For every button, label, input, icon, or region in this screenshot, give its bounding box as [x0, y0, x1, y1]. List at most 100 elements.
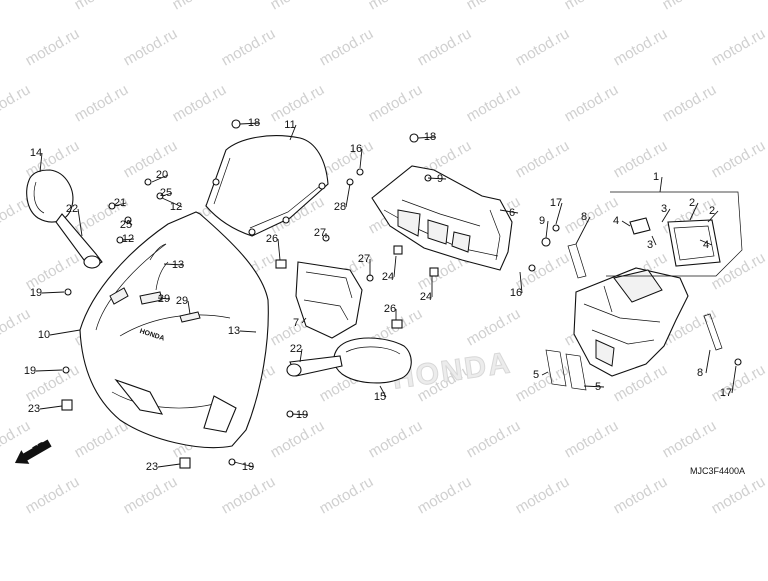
leader-c28 [346, 184, 350, 207]
callout-c2b: 2 [709, 205, 715, 217]
callout-c13b: 13 [228, 325, 240, 337]
watermark-text: motod.ru [415, 25, 475, 69]
callout-c12a: 12 [170, 201, 182, 213]
callout-c27b: 27 [358, 253, 370, 265]
leader-c1 [660, 177, 662, 192]
leader-c26a [278, 239, 280, 260]
callout-c19d: 19 [242, 461, 254, 473]
callout-c18b: 18 [424, 131, 436, 143]
watermark-text: motod.ru [660, 417, 720, 461]
right-mirror-part [287, 338, 411, 383]
watermark-text: motod.ru [121, 473, 181, 517]
callout-c16a: 16 [350, 143, 362, 155]
diagram-code: MJC3F4400A [690, 466, 745, 476]
watermark-text: motod.ru [219, 25, 279, 69]
watermark-text: motod.ru [464, 0, 524, 13]
callout-c19c: 19 [296, 409, 308, 421]
callout-c14: 14 [30, 147, 42, 159]
callout-c20: 20 [156, 169, 168, 181]
callout-c18a: 18 [248, 117, 260, 129]
leader-c24a [394, 256, 396, 277]
watermark-text: motod.ru [709, 137, 768, 181]
callout-c26b: 26 [384, 303, 396, 315]
watermark-text: motod.ru [709, 473, 768, 517]
watermark-layer: motod.ru motod.ru motod.ru motod.ru motod.ru… [0, 0, 768, 517]
watermark-text: motod.ru [513, 137, 573, 181]
callout-c10: 10 [38, 329, 50, 341]
callout-c8a: 8 [581, 211, 587, 223]
watermark-text: motod.ru [464, 417, 524, 461]
callout-c29a: 29 [158, 293, 170, 305]
callout-c6: 6 [509, 207, 515, 219]
watermark-text: motod.ru [366, 81, 426, 125]
watermark-text: motod.ru [121, 25, 181, 69]
callout-c22a: 22 [66, 203, 78, 215]
watermark-text: motod.ru [660, 81, 720, 125]
leader-c4a [622, 221, 630, 226]
watermark-text: motod.ru [513, 473, 573, 517]
watermark-text: motod.ru [660, 0, 720, 13]
watermark-text: motod.ru [170, 0, 230, 13]
clip-part-3 [630, 218, 650, 234]
watermark-text: motod.ru [464, 81, 524, 125]
callout-c3a: 3 [661, 203, 667, 215]
callout-c9b: 9 [539, 215, 545, 227]
watermark-text: motod.ru [709, 25, 768, 69]
callout-c21: 21 [114, 197, 126, 209]
callout-c29b: 29 [176, 295, 188, 307]
watermark-text: motod.ru [170, 81, 230, 125]
watermark-text: motod.ru [268, 417, 328, 461]
callout-c4b: 4 [703, 239, 709, 251]
callout-c16b: 16 [510, 287, 522, 299]
watermark-text: motod.ru [562, 417, 622, 461]
watermark-text: motod.ru [562, 81, 622, 125]
callout-c4a: 4 [613, 215, 619, 227]
watermark-text: motod.ru [366, 0, 426, 13]
callout-c9a: 9 [437, 173, 443, 185]
watermark-text: motod.ru [268, 81, 328, 125]
callout-c24a: 24 [382, 271, 394, 283]
watermark-text: motod.ru [415, 473, 475, 517]
watermark-text: motod.ru [317, 473, 377, 517]
leader-c23b [158, 464, 180, 467]
callout-c11: 11 [284, 119, 295, 131]
watermark-text: motod.ru [0, 81, 33, 125]
watermark-text: motod.ru [513, 361, 573, 405]
callout-c28: 28 [334, 201, 346, 213]
callout-c1: 1 [653, 171, 659, 183]
watermark-text: motod.ru [513, 25, 573, 69]
bracket-part-5b [566, 354, 586, 390]
callout-c25a: 25 [160, 187, 172, 199]
watermark-text: motod.ru [0, 0, 33, 13]
callout-c7: 7 [293, 317, 299, 329]
watermark-text: motod.ru [72, 81, 132, 125]
watermark-text: motod.ru [366, 417, 426, 461]
callout-c2a: 2 [689, 197, 695, 209]
callout-c13a: 13 [172, 259, 184, 271]
watermark-text: motod.ru [464, 305, 524, 349]
leader-c9b [546, 221, 548, 238]
watermark-text: motod.ru [23, 25, 83, 69]
leader-c23a [40, 406, 62, 409]
callout-c19a: 19 [30, 287, 42, 299]
leader-c19a [42, 292, 64, 293]
callout-c23b: 23 [146, 461, 158, 473]
callout-c5b: 5 [595, 381, 601, 393]
watermark-text: motod.ru [709, 361, 768, 405]
callout-c17a: 17 [550, 197, 562, 209]
callout-c22b: 22 [290, 343, 302, 355]
callout-c17b: 17 [720, 387, 732, 399]
windscreen-part [206, 136, 328, 236]
callout-c24b: 24 [420, 291, 432, 303]
watermark-text: motod.ru [611, 25, 671, 69]
watermark-text: motod.ru [121, 137, 181, 181]
watermark-text: motod.ru [611, 137, 671, 181]
callout-c8b: 8 [697, 367, 703, 379]
watermark-text: motod.ru [23, 473, 83, 517]
watermark-text: motod.ru [611, 473, 671, 517]
strip-part-8a [568, 244, 586, 278]
watermark-text: motod.ru [317, 25, 377, 69]
watermark-text: motod.ru [268, 0, 328, 13]
